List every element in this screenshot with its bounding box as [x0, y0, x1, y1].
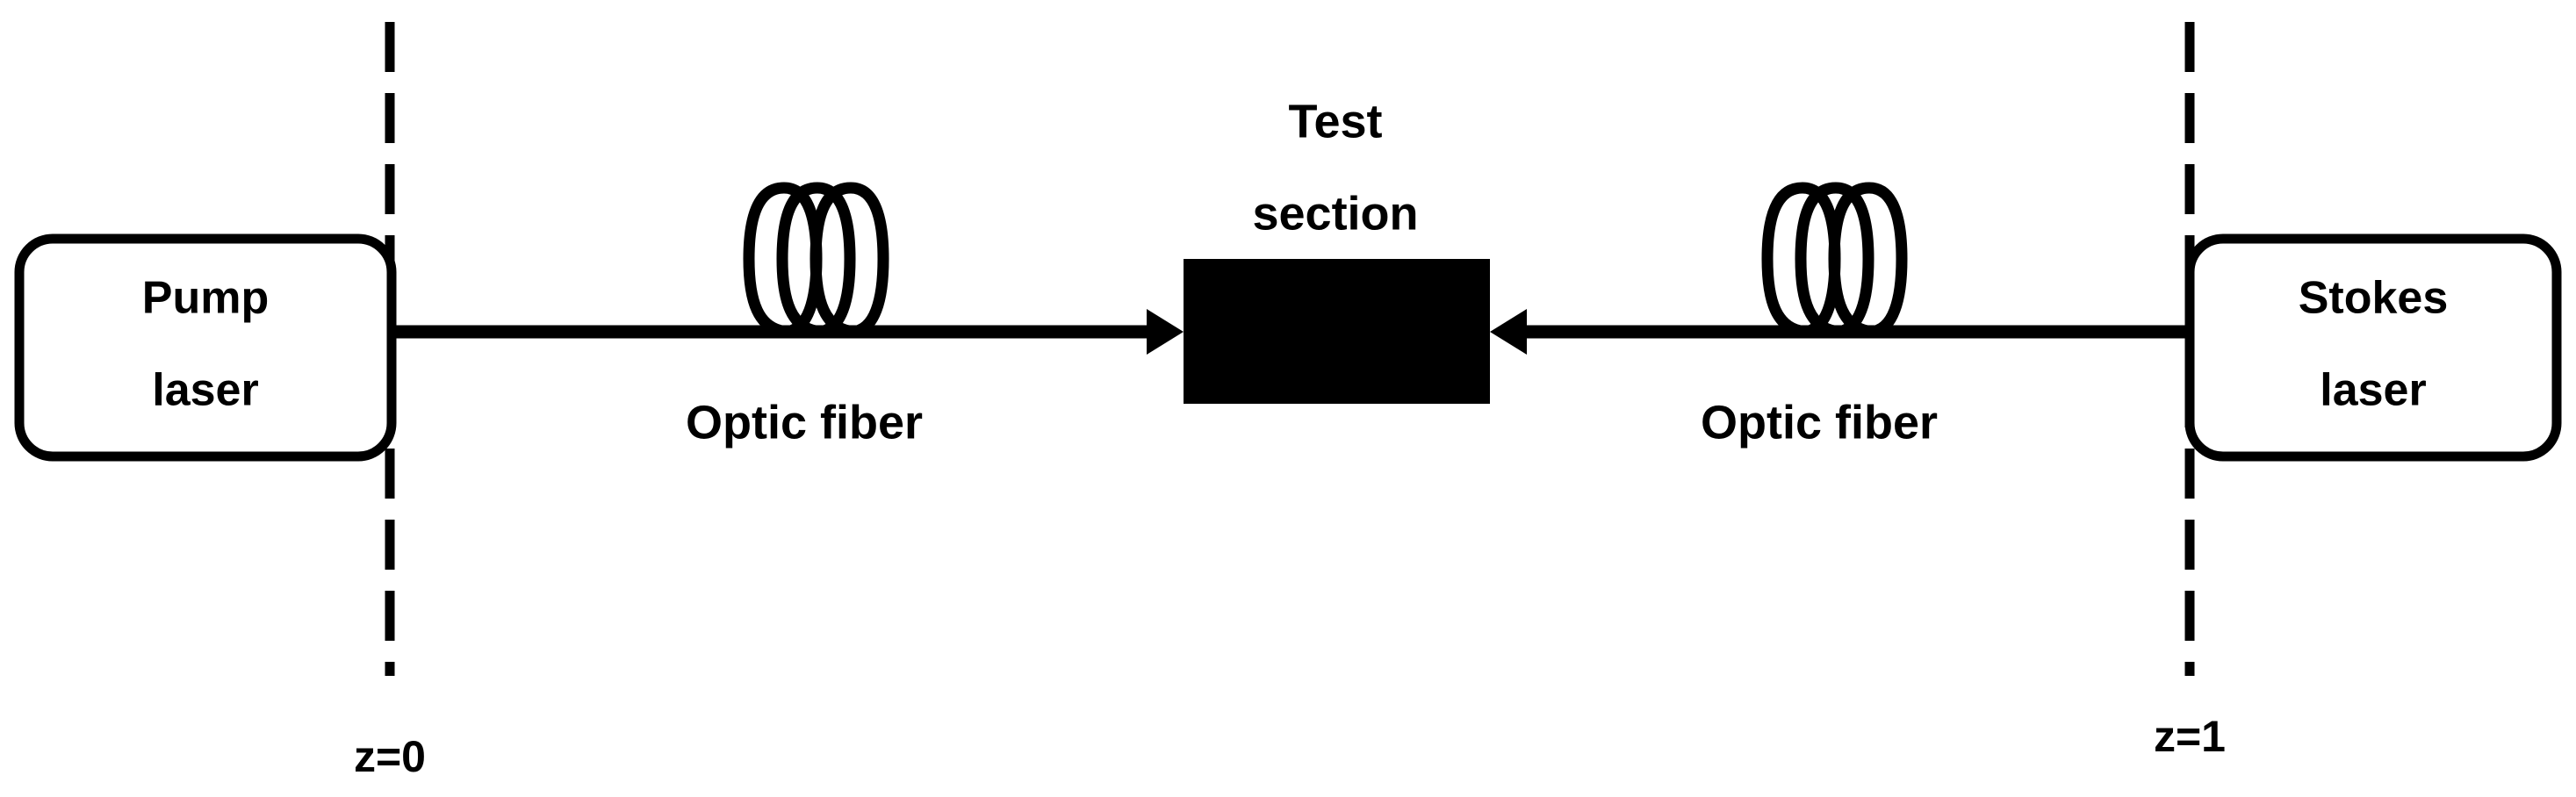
- stokes-laser-label-line1: Stokes: [2299, 273, 2449, 324]
- boundary-label-z1: z=1: [2154, 712, 2226, 761]
- test-section-label-line1: Test: [1288, 95, 1382, 147]
- pump-laser-label-line2: laser: [152, 365, 258, 416]
- arrow-head-right-pointing: [1147, 309, 1184, 355]
- fiber-coil-left: [743, 182, 889, 338]
- boundary-label-z0: z=0: [354, 732, 426, 781]
- test-section-label-line2: section: [1252, 187, 1418, 240]
- optic-fiber-label-left: Optic fiber: [686, 396, 923, 449]
- stokes-laser-box[interactable]: [2184, 233, 2562, 462]
- pump-laser-label-line1: Pump: [142, 273, 269, 324]
- test-section-block[interactable]: [1184, 259, 1490, 404]
- fiber-coil-right: [1761, 182, 1908, 338]
- optic-fiber-label-right: Optic fiber: [1701, 396, 1938, 449]
- arrow-head-left-pointing: [1490, 309, 1527, 355]
- pump-laser-box[interactable]: [14, 233, 397, 462]
- stokes-laser-label-line2: laser: [2320, 365, 2426, 416]
